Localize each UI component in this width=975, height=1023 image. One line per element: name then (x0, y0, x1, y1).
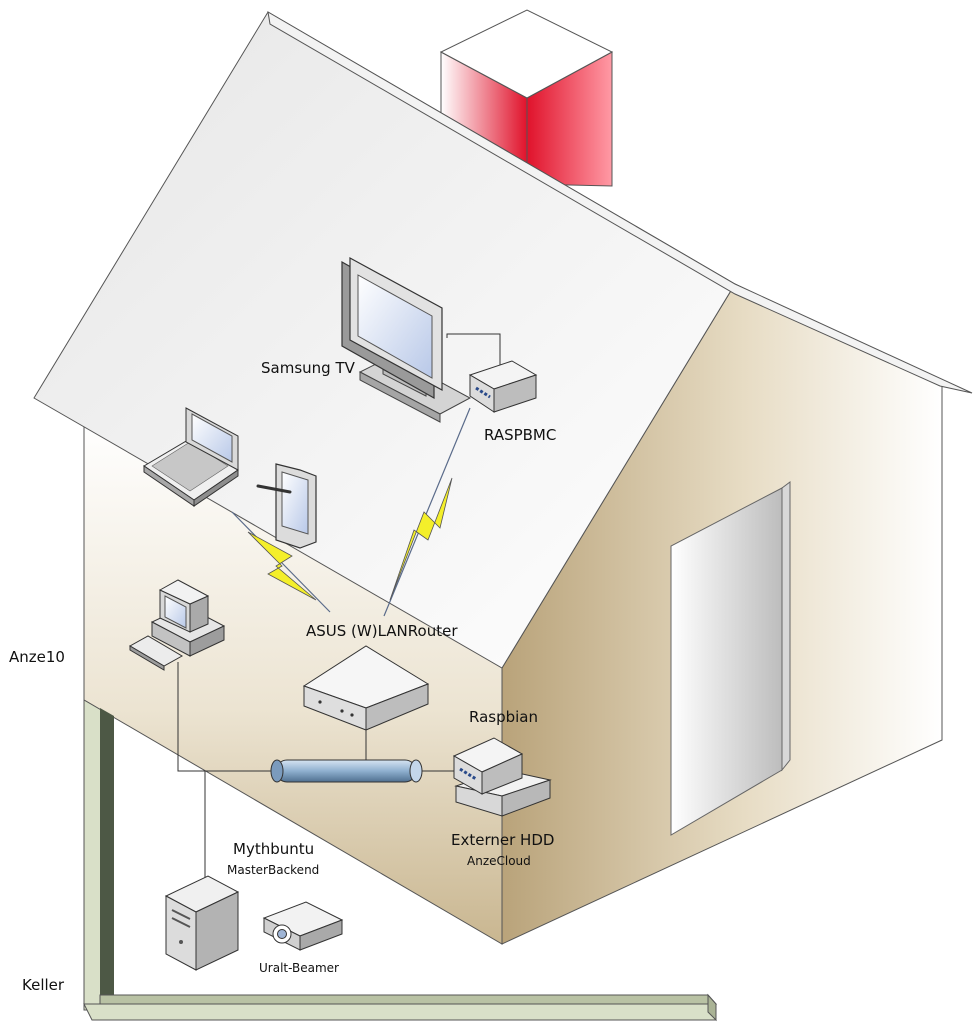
raspbmc-box-icon (468, 360, 538, 413)
ethernet-bus (270, 759, 423, 783)
server-icon (164, 875, 240, 971)
label-keller: Keller (22, 976, 65, 994)
label-raspbmc: RASPBMC (484, 426, 557, 444)
door (670, 481, 791, 836)
chimney (439, 9, 614, 187)
tv-icon (341, 256, 472, 423)
laptop-icon (143, 407, 239, 507)
label-anze10: Anze10 (9, 648, 65, 666)
label-masterbackend: MasterBackend (227, 863, 320, 877)
projector-icon (262, 901, 344, 951)
router-icon (302, 645, 430, 731)
label-mythbuntu: Mythbuntu (233, 840, 315, 858)
desktop-pc-icon (128, 579, 226, 671)
raspbian-box-icon (452, 737, 524, 795)
label-samsung-tv: Samsung TV (261, 359, 355, 377)
label-external-hdd: Externer HDD (451, 831, 555, 849)
tablet-icon (256, 463, 317, 549)
wireless-links (231, 407, 471, 617)
label-raspbian: Raspbian (469, 708, 539, 726)
label-beamer: Uralt-Beamer (259, 961, 339, 975)
label-router: ASUS (W)LANRouter (306, 622, 458, 640)
wifi-lightning-raspbmc (389, 477, 453, 601)
wifi-lightning-laptop (247, 531, 317, 601)
label-anzecloud: AnzeCloud (467, 854, 531, 868)
basement-floor-bar (83, 699, 718, 1022)
